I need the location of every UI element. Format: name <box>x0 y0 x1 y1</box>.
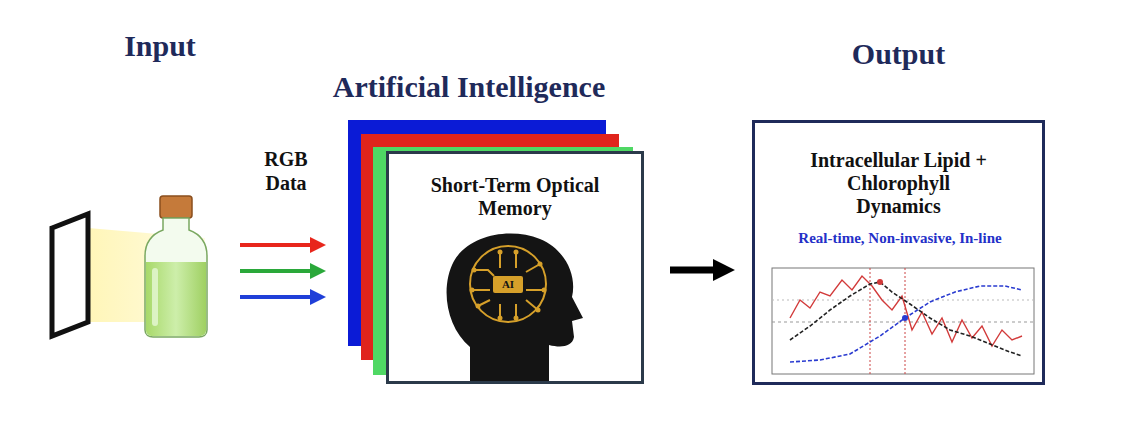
flow-arrow <box>670 267 726 274</box>
dynamics-chart <box>772 268 1034 374</box>
box-title: Intracellular Lipid + Chlorophyll Dynami… <box>804 149 994 218</box>
ai-head-icon <box>447 234 583 382</box>
box-subtitle: Real-time, Non-invasive, In-line <box>765 230 1035 247</box>
light-panel <box>52 214 88 336</box>
culture-bottle <box>145 196 207 337</box>
section-heading: Input <box>60 28 260 64</box>
channel-label: RGB Data <box>250 147 322 195</box>
channel-stack <box>348 120 644 384</box>
chip-label: AI <box>493 276 523 293</box>
box-title: Short-Term Optical Memory <box>430 174 600 220</box>
memory-box: Artificial IntelligenceShort-Term Optica… <box>386 151 644 384</box>
output-box: OutputIntracellular Lipid + Chlorophyll … <box>752 120 1045 385</box>
section-heading: Artificial Intelligence <box>309 70 629 105</box>
rgb-arrows <box>240 237 326 305</box>
section-heading: Output <box>752 37 1045 72</box>
